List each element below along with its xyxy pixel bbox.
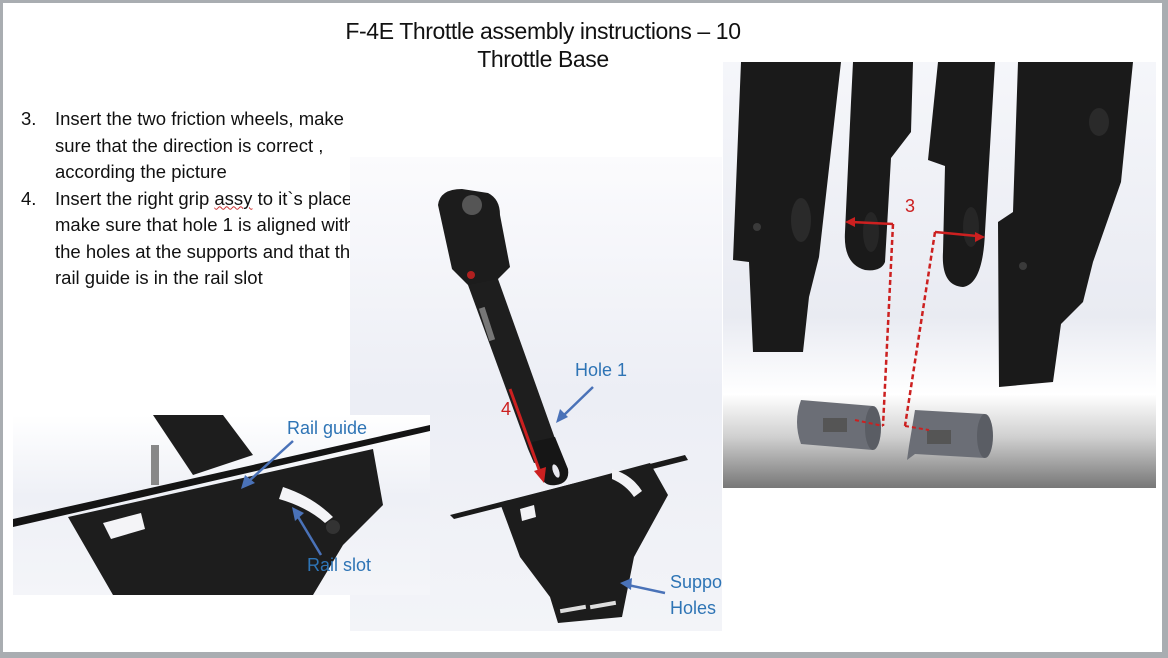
support-holes-label-line2: Holes xyxy=(670,598,717,618)
hole-1-label: Hole 1 xyxy=(575,360,628,380)
friction-wheels-drawing xyxy=(733,62,1133,460)
grip-assembly-drawing xyxy=(438,189,688,623)
title-line-1: F-4E Throttle assembly instructions – 10 xyxy=(345,18,741,44)
step-text: Insert the right grip assy to it`s place… xyxy=(55,186,361,292)
step-number: 4. xyxy=(21,187,37,209)
center-assembly-image: Hole 1 4 Support Holes xyxy=(350,157,722,631)
rail-detail-drawing xyxy=(13,415,430,595)
rail-slot-label: Rail slot xyxy=(307,555,372,575)
spellcheck-flagged-word: assy xyxy=(214,187,253,209)
step-4-marker: 4 xyxy=(501,399,512,419)
instruction-list: 3. Insert the two friction wheels, make … xyxy=(21,106,361,292)
step-text-part: to it`s place, make sure that hole 1 is … xyxy=(55,187,361,289)
title-line-2: Throttle Base xyxy=(477,46,609,72)
step-text-part: Insert the right grip xyxy=(55,187,215,209)
step-text: Insert the two friction wheels, make sur… xyxy=(55,108,344,182)
slide: F-4E Throttle assembly instructions – 10… xyxy=(3,3,1162,652)
instruction-step-4: 4. Insert the right grip assy to it`s pl… xyxy=(21,186,361,292)
step-number: 3. xyxy=(21,108,37,129)
step-3-marker: 3 xyxy=(905,196,916,216)
friction-wheels-image: 3 xyxy=(723,62,1156,488)
rail-detail-image: Rail guide Rail slot xyxy=(13,415,430,595)
rail-guide-label: Rail guide xyxy=(287,418,368,438)
slide-title: F-4E Throttle assembly instructions – 10… xyxy=(293,17,793,73)
support-holes-label-line1: Support xyxy=(670,572,722,592)
rail-guide-arrow-icon xyxy=(241,440,323,556)
instruction-step-3: 3. Insert the two friction wheels, make … xyxy=(21,106,361,186)
